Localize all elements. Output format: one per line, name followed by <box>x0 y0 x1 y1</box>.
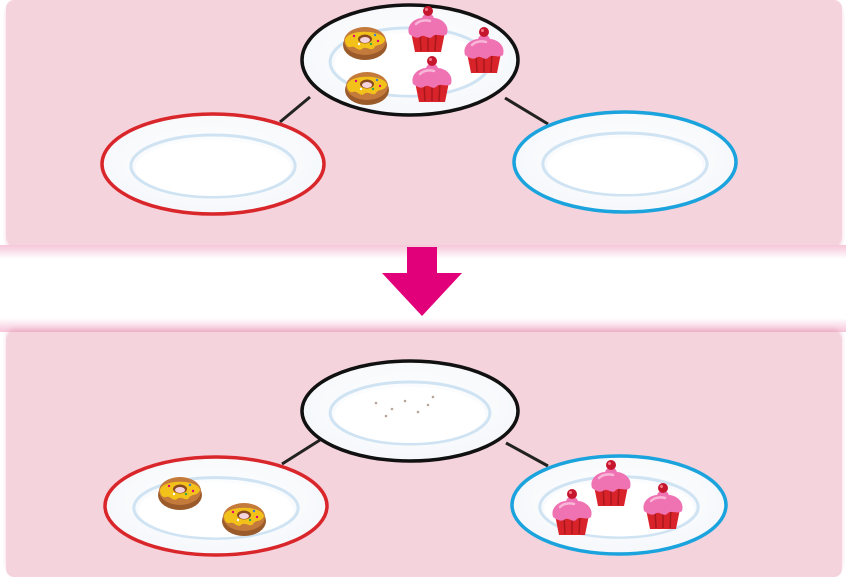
down-arrow-icon <box>382 247 462 316</box>
after-connector-left <box>281 438 321 466</box>
crumb <box>416 410 420 414</box>
donut-icon <box>158 477 202 510</box>
donut-icon <box>345 72 389 105</box>
crumb <box>431 395 435 399</box>
crumb <box>403 399 407 403</box>
after-connector-right <box>505 441 549 468</box>
crumb <box>390 407 394 411</box>
donut-icon <box>343 27 387 60</box>
crumb <box>384 414 388 418</box>
after-source-plate <box>300 359 520 463</box>
before-left-plate <box>100 112 326 216</box>
crumb <box>374 401 378 405</box>
before-right-plate <box>512 110 738 214</box>
crumb <box>426 403 430 407</box>
before-connector-right <box>504 96 549 126</box>
before-connector-left <box>279 95 311 124</box>
donut-icon <box>222 503 266 536</box>
after-left-plate <box>103 455 329 557</box>
